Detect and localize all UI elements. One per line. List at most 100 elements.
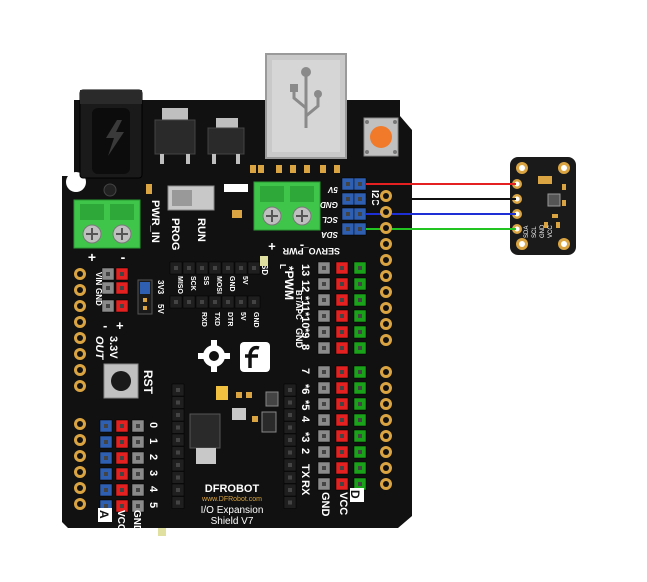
analog-pin-label: 0 <box>147 422 159 428</box>
reset-button-top[interactable] <box>363 117 399 157</box>
digital-vcc-pin <box>335 277 349 291</box>
spi-header-pin <box>234 295 248 309</box>
voltage-jumper[interactable] <box>137 279 153 315</box>
analog-gnd-pin <box>131 435 145 449</box>
i2c-pin-gnd <box>341 192 355 206</box>
digital-pin-label: *3 <box>299 432 311 442</box>
out-3v3-label: 3.3V <box>107 336 119 359</box>
analog-pin-label: 1 <box>147 438 159 444</box>
analog-pin-label: 5 <box>147 502 159 508</box>
center-components <box>189 386 279 464</box>
analog-gnd-pin <box>131 451 145 465</box>
spi-header-pin <box>195 295 209 309</box>
digital-pin-label: *6 <box>299 384 311 394</box>
gear-icon <box>198 340 230 372</box>
center-header-pin <box>171 433 185 447</box>
center-header-pin <box>171 421 185 434</box>
bt-pin-label: DTR <box>226 312 233 326</box>
vin-pin <box>101 281 115 295</box>
out-pin <box>101 299 115 313</box>
digital-pin-label: *9 <box>299 328 311 338</box>
digital-vcc-pin <box>335 381 349 395</box>
sensor-pin-label: SDA <box>524 226 530 238</box>
digital-pin-label: 13 <box>299 264 311 276</box>
prog-run-switch[interactable] <box>167 185 215 211</box>
analog-pin-label: 2 <box>147 454 159 460</box>
servo-plus: + <box>268 239 276 254</box>
pwr-in-label: PWR_IN <box>149 200 161 243</box>
i2c-pin-label: GND <box>320 200 338 209</box>
digital-signal-pin <box>353 277 367 291</box>
center-header-pin <box>171 446 185 459</box>
spi-pin-label: MISO <box>176 276 183 294</box>
spi-header-pin <box>182 261 196 275</box>
analog-vcc-pin <box>115 499 129 513</box>
i2c-label: I2C <box>369 190 380 206</box>
digital-signal-pin <box>353 341 367 355</box>
d-label: D <box>348 490 362 499</box>
l-label: L <box>278 264 287 269</box>
analog-vcc-pin <box>115 435 129 449</box>
sensor-pin-label: GND <box>540 224 546 238</box>
out-minus: - <box>103 318 107 333</box>
digital-gnd-pin <box>317 429 331 443</box>
analog-vcc-pin <box>115 467 129 481</box>
digital-vcc-pin <box>335 429 349 443</box>
digital-pin-label: 2 <box>299 448 311 454</box>
i2c-sensor-module <box>510 157 576 255</box>
vin-gnd-header <box>101 267 129 313</box>
pwr-in-plus: + <box>88 249 96 265</box>
analog-signal-pin <box>99 451 113 465</box>
digital-pin-label: *11 <box>299 296 311 312</box>
center-header-pin <box>283 421 297 434</box>
spi-pin-label: SS <box>202 276 209 286</box>
dfrobot-f-icon <box>240 342 270 372</box>
spi-pin-label: SCK <box>189 276 196 291</box>
spi-pin-label: 5V <box>241 276 248 285</box>
spi-pin-label: MOSI <box>215 276 222 294</box>
center-header-pin <box>283 446 297 459</box>
digital-signal-pin <box>353 309 367 323</box>
i2c-pin-scl <box>341 207 355 221</box>
spi-header-pin <box>234 261 248 275</box>
jumper-5v-label: 5V <box>156 304 165 314</box>
i2c-pin-label: SDA <box>321 230 338 239</box>
center-header-pin <box>171 483 185 497</box>
digital-signal-pin <box>353 429 367 443</box>
analog-headers <box>99 419 145 513</box>
digital-gnd-pin <box>317 325 331 339</box>
brand-logo: DFROBOT <box>205 483 260 495</box>
spi-header-pin <box>169 261 183 275</box>
digital-signal-pin <box>353 325 367 339</box>
i2c-pin-5v <box>341 177 355 191</box>
servo-pwr-terminal <box>253 181 321 231</box>
center-header-pin <box>283 383 297 397</box>
center-header-pin <box>171 408 185 422</box>
spi-header-pin <box>208 261 222 275</box>
vin-label: VIN <box>94 272 103 286</box>
center-header-pin <box>171 383 185 397</box>
d-badge <box>350 488 364 502</box>
rst-button[interactable] <box>103 363 139 399</box>
digital-pin-label: RX <box>299 480 311 496</box>
digital-gnd-pin <box>317 397 331 411</box>
digital-gnd-pin <box>317 309 331 323</box>
spi-header-pin <box>208 295 222 309</box>
digital-gnd-pin <box>317 277 331 291</box>
digital-vcc-pin <box>335 397 349 411</box>
spi-header-pin <box>221 295 235 309</box>
sensor-pin-label: SCL <box>532 226 538 238</box>
digital-vcc-pin <box>335 477 349 491</box>
i2c-pin-label: SCL <box>322 215 338 224</box>
gnd-pin <box>115 267 129 281</box>
center-header-pin <box>283 408 297 422</box>
right-gold-pins <box>380 190 392 490</box>
digital-vcc-pin <box>335 309 349 323</box>
spi-header-pin <box>182 295 196 309</box>
i2c-pin2-sda <box>353 222 367 236</box>
